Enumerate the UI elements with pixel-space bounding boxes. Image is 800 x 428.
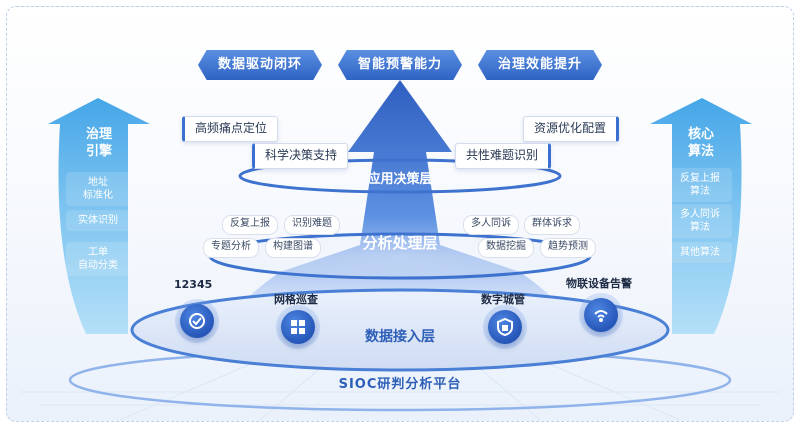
application-layer-ring [238,158,562,194]
access-layer-disc [130,288,670,372]
chip-trend-prediction: 趋势预测 [540,238,596,258]
tag-resource-optimization: 资源优化配置 [523,116,620,142]
source-label-digital-city: 数字城管 [481,293,525,306]
capability-data-loop: 数据驱动闭环 [198,50,322,80]
grid-cube-icon [281,310,315,344]
chip-data-mining: 数据挖掘 [478,238,534,258]
right-arrow-item-other: 其他算法 [668,242,732,263]
chip-identify-problem: 识别难题 [284,215,340,235]
chip-build-graph: 构建图谱 [265,238,321,258]
chip-repeat-report: 反复上报 [222,215,278,235]
chip-multi-complaint: 多人同诉 [463,215,519,235]
chip-topic-analysis: 专题分析 [203,238,259,258]
platform-label: SIOC研判分析平台 [338,377,462,392]
capability-governance-efficiency: 治理效能提升 [478,50,602,80]
source-label-12345: 12345 [174,278,213,291]
left-arrow-item-address: 地址 标准化 [66,172,130,206]
left-arrow-item-ticket: 工单 自动分类 [66,242,130,276]
shield-building-icon [488,310,522,344]
left-arrow-title: 治理 引擎 [85,127,112,159]
chip-group-demand: 群体诉求 [524,215,580,235]
application-layer-label: 应用决策层 [367,172,433,187]
analysis-layer-label: 分析处理层 [362,234,438,252]
right-arrow-item-repeat: 反复上报 算法 [668,168,732,202]
capability-smart-warning: 智能预警能力 [338,50,462,80]
access-layer-label: 数据接入层 [365,329,435,345]
left-side-arrow [48,98,150,334]
source-label-iot-alarm: 物联设备告警 [566,277,632,290]
right-arrow-item-multi: 多人同诉 算法 [668,204,732,238]
tag-pain-point-location: 高频痛点定位 [182,116,279,142]
source-label-grid-patrol: 网格巡查 [274,293,318,306]
tag-decision-support: 科学决策支持 [252,143,349,169]
left-arrow-item-entity: 实体识别 [66,210,130,231]
right-side-arrow [650,98,752,334]
right-arrow-title: 核心 算法 [687,127,714,159]
iot-signal-icon [584,298,618,332]
tag-common-problem-identification: 共性难题识别 [455,143,552,169]
hotline-icon [180,304,214,338]
